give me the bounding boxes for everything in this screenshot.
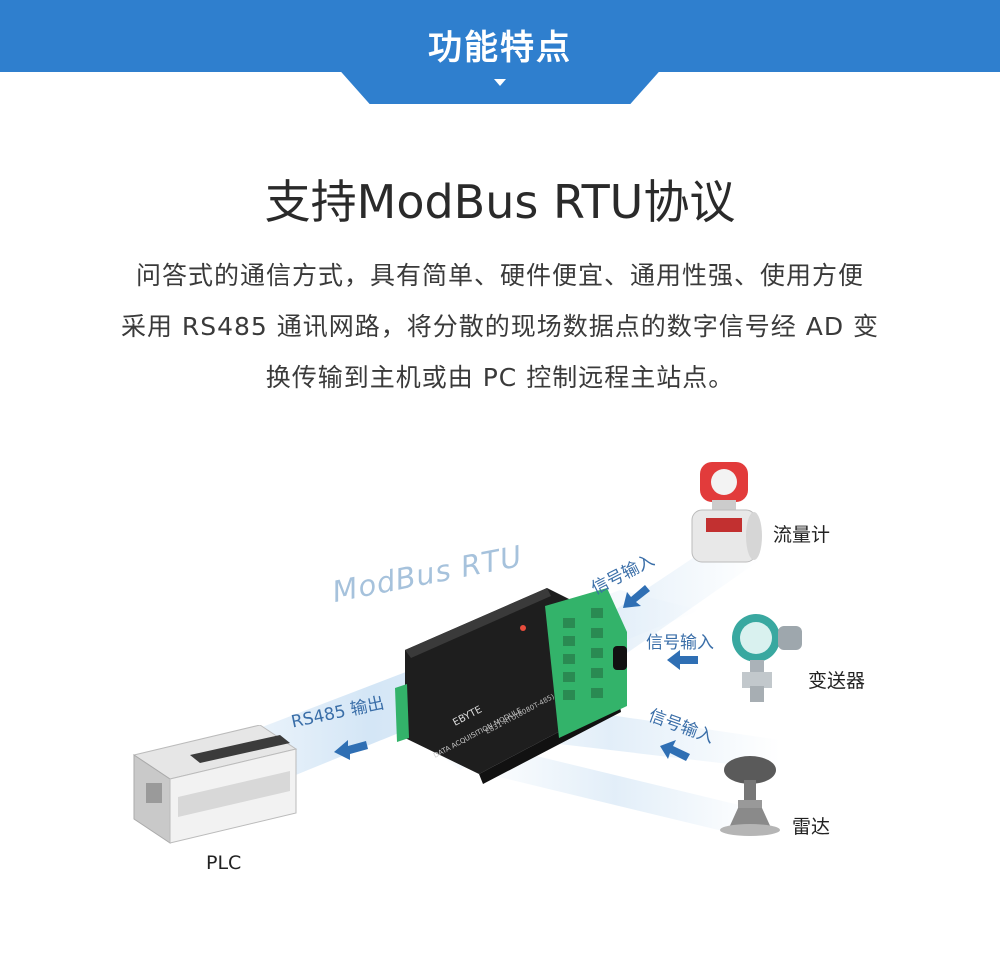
terminal-screw [563,672,575,682]
radar-head [724,756,776,784]
input-arrow-radar-icon [660,740,690,761]
caret-down-icon [494,79,506,86]
transmitter-flange [742,672,772,688]
flowmeter-band [706,518,742,532]
plc-terminal-strip [190,735,290,763]
terminal-screw [591,628,603,638]
header-tab [341,0,659,104]
transmitter-neck [750,660,764,674]
description-line-3: 换传输到主机或由 PC 控制远程主站点。 [265,363,735,392]
flowmeter-device [691,462,762,563]
terminal-screw [591,648,603,658]
terminal-screw [563,636,575,646]
terminal-screw [563,654,575,664]
input-label-transmitter: 信号输入 [646,633,714,653]
transmitter-label: 变送器 [808,670,866,692]
terminal-screw [591,608,603,618]
transmitter-port [750,686,764,702]
section-title: 功能特点 [428,28,572,68]
input-arrow-transmitter-icon [667,650,698,670]
radar-label: 雷达 [792,816,831,838]
radar-dish [720,824,780,836]
terminal-screw [591,688,603,698]
flowmeter-neck [712,500,736,512]
flowmeter-display [711,469,737,495]
plc-label: PLC [206,852,242,874]
radar-flange [738,800,762,808]
radar-stem [744,780,756,804]
module-top-edge [405,588,551,658]
plc-terminal-row [178,771,290,817]
terminal-screw [591,668,603,678]
side-terminal [395,684,409,742]
terminal-screw [563,618,575,628]
flowmeter-flange [746,512,762,560]
plc-port [146,783,162,803]
output-arrow-icon [334,740,368,760]
description-line-1: 问答式的通信方式，具有简单、硬件便宜、通用性强、使用方便 [135,261,864,290]
acquisition-module: EBYTE E831-RTU(8080T-485) DATA ACQUISITI… [395,588,627,784]
topology-diagram: ModBus RTU EBYTE E831-RTU(8080T-485) DAT… [0,440,1000,970]
power-led [520,625,526,631]
radar-device [720,756,780,836]
transmitter-device [732,614,802,702]
description-line-2: 采用 RS485 通讯网路，将分散的现场数据点的数字信号经 AD 变 [120,312,880,341]
transmitter-display [740,622,772,654]
mount-tab [613,646,627,670]
plc-device [132,725,298,844]
transmitter-cap [778,626,802,650]
streak-lower [470,740,760,840]
input-arrow-flowmeter-icon [623,585,650,608]
terminal-screw [563,690,575,700]
feature-headline: 支持ModBus RTU协议 [264,175,736,229]
flowmeter-label: 流量计 [773,524,831,546]
